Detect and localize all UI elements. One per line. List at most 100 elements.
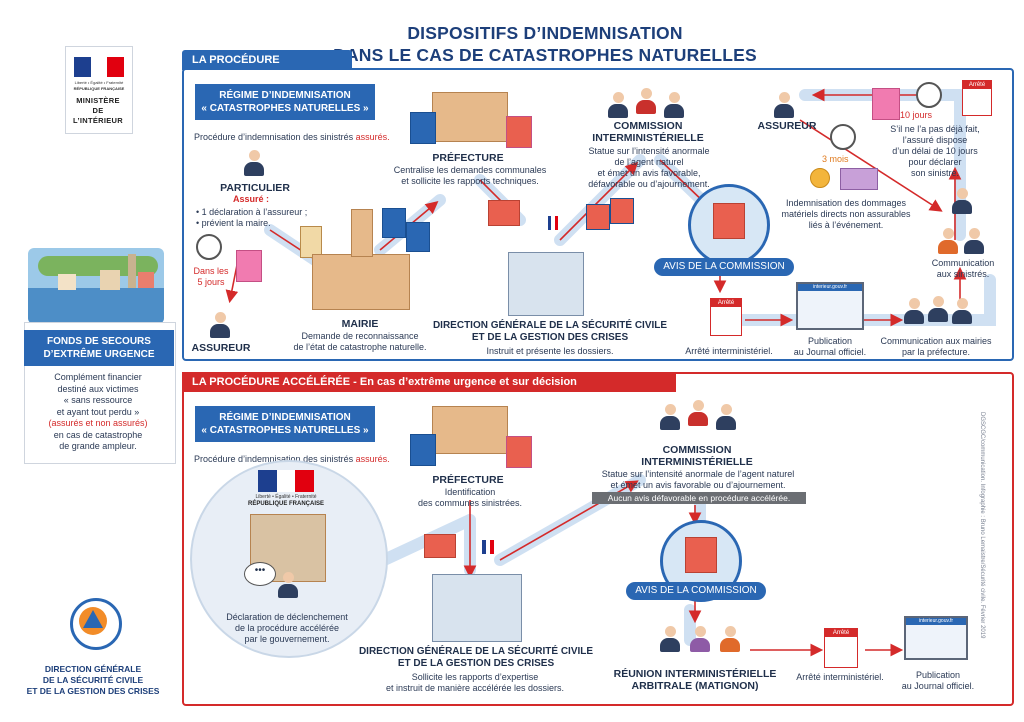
mairie-desc2: de l’état de catastrophe naturelle.: [293, 342, 427, 352]
particulier-person-icon: [244, 150, 264, 176]
dgscgc-footer-name: DIRECTION GÉNÉRALE DE LA SÉCURITÉ CIVILE…: [18, 664, 168, 697]
ministry-line2: DE: [92, 106, 104, 115]
ordinary-prefecture-title: PRÉFECTURE: [432, 152, 504, 164]
comm-mairies2: par la préfecture.: [901, 347, 971, 357]
delai-desc: S’il ne l’a pas déjà fait, l’assuré disp…: [870, 124, 1000, 179]
ordinary-publication-desc: Publication au Journal officiel.: [780, 336, 880, 358]
indem3: liés à l’événement.: [808, 220, 884, 230]
accelerated-avis-pill: AVIS DE LA COMMISSION: [626, 582, 766, 600]
declaration-document-icon: [236, 250, 262, 282]
ordinary-arrete-label: Arrêté: [711, 299, 741, 307]
ordinary-avis-pill: AVIS DE LA COMMISSION: [654, 258, 794, 276]
fonds-t4: et ayant tout perdu »: [56, 406, 140, 417]
ordinary-comm-d2: de l’agent naturel: [614, 157, 684, 167]
dans-line2: 5 jours: [197, 277, 225, 287]
civil-protection-triangle-icon: [79, 607, 107, 635]
declaration-desc: Déclaration de déclenchement de la procé…: [212, 612, 362, 645]
accelerated-arrete-label: Arrêté: [825, 629, 857, 637]
mairie-title: MAIRIE: [341, 318, 379, 330]
dix-jours: 10 jours: [900, 110, 933, 120]
si3: d’un délai de 10 jours: [892, 146, 978, 156]
particulier-title: PARTICULIER: [220, 182, 290, 194]
arrete-small-label: Arrêté: [963, 81, 991, 89]
accel-commission-line1: COMMISSION: [662, 444, 732, 456]
ordinary-pub2: au Journal officiel.: [793, 347, 867, 357]
accelerated-prefecture-building-icon: [432, 406, 508, 454]
accelerated-dgscgc-title: DIRECTION GÉNÉRALE DE LA SÉCURITÉ CIVILE…: [346, 646, 606, 670]
dgscgc-gate-icon: [508, 252, 584, 316]
trois-mois: 3 mois: [822, 154, 849, 164]
report-document-icon: [506, 436, 532, 468]
accelerated-regime-desc-highlight: assurés.: [355, 454, 390, 464]
document-icon: [410, 112, 436, 144]
particulier-steps: • 1 déclaration à l’assureur ; • prévien…: [196, 207, 336, 229]
fonds-t6: en cas de catastrophe: [53, 429, 143, 440]
rf-motto: Liberté • Égalité • Fraternité: [255, 494, 317, 500]
communication-sinistres: Communication aux sinistrés.: [920, 258, 1006, 280]
indemnisation-desc: Indemnisation des dommages matériels dir…: [776, 198, 916, 231]
si4: pour déclarer: [908, 157, 962, 167]
comm-sinistres1: Communication: [931, 258, 995, 268]
accelerated-publication-desc: Publication au Journal officiel.: [888, 670, 988, 692]
ordinary-dgscgc-title: DIRECTION GÉNÉRALE DE LA SÉCURITÉ CIVILE…: [420, 320, 680, 344]
speech-bubble-icon: •••: [244, 562, 276, 586]
si5: son sinistre.: [910, 168, 960, 178]
reunion-line1: RÉUNION INTERMINISTÉRIELLE: [613, 668, 777, 680]
si1: S’il ne l’a pas déjà fait,: [890, 124, 980, 134]
indem2: matériels directs non assurables: [781, 209, 911, 219]
ordinary-arrete-desc: Arrêté interministériel.: [685, 346, 773, 356]
sinistre-person-icon: [938, 228, 958, 254]
mairie-building-icon: [312, 209, 410, 310]
report-document-icon: [506, 116, 532, 148]
accelerated-site-label: interieur.gouv.fr: [906, 618, 966, 625]
accelerated-regime-line2: « CATASTROPHES NATURELLES »: [201, 425, 369, 436]
dgscgc-logo-icon: [70, 598, 122, 650]
comm-mairies1: Communication aux mairies: [880, 336, 992, 346]
footer-l1: DIRECTION GÉNÉRALE: [44, 664, 142, 674]
indem1: Indemnisation des dommages: [785, 198, 907, 208]
ordinary-dgscgc-line2: ET DE LA GESTION DES CRISES: [471, 332, 629, 343]
fonds-banner-line1: FONDS DE SECOURS: [47, 336, 151, 347]
tab-accelerated: LA PROCÉDURE ACCÉLÉRÉE - En cas d’extrêm…: [182, 372, 676, 408]
decl3: par le gouvernement.: [244, 634, 330, 644]
ministry-line3: L’INTÉRIEUR: [73, 116, 123, 125]
ordinary-pref-desc2: et sollicite les rapports techniques.: [401, 176, 539, 186]
accel-dgscgc-line1: DIRECTION GÉNÉRALE DE LA SÉCURITÉ CIVILE: [358, 646, 594, 657]
accelerated-prefecture-title: PRÉFECTURE: [432, 474, 504, 486]
accel-pref-desc1: Identification: [444, 487, 496, 497]
ordinary-comm-d3: et émet un avis favorable,: [597, 168, 701, 178]
accel-dgscgc-desc1: Sollicite les rapports d’expertise: [411, 672, 539, 682]
footer-l3: ET DE LA GESTION DES CRISES: [26, 686, 160, 696]
commission-person-icon: [688, 400, 708, 426]
accel-comm-d1: Statue sur l’intensité anormale de l’age…: [601, 469, 795, 479]
commission-person-icon: [636, 88, 656, 114]
flood-illustration: [28, 248, 164, 324]
dossier-folder-icon: [488, 200, 520, 226]
clock-icon: [196, 234, 222, 260]
coin-icon: [810, 168, 830, 188]
decl2: de la procédure accélérée: [234, 623, 340, 633]
dans-line1: Dans les: [193, 266, 229, 276]
ordinary-commission-title: COMMISSION INTERMINISTÉRIELLE: [588, 120, 708, 144]
reunion-title: RÉUNION INTERMINISTÉRIELLE ARBITRALE (MA…: [610, 668, 780, 692]
accelerated-publication-screen-icon: interieur.gouv.fr: [904, 616, 968, 660]
main-title: DISPOSITIFS D’INDEMNISATION DANS LE CAS …: [330, 22, 760, 66]
accelerated-commission-title: COMMISSION INTERMINISTÉRIELLE: [632, 444, 762, 468]
ordinary-regime-desc-highlight: assurés.: [355, 132, 390, 142]
mairie-desc1: Demande de reconnaissance: [301, 331, 419, 341]
reunion-person-icon: [720, 626, 740, 652]
credit-text: DGSCGC/communication. Infographie : Brun…: [979, 412, 985, 639]
fonds-text: Complément financier destiné aux victime…: [30, 372, 166, 453]
ministry-logo: Liberté • Égalité • Fraternité RÉPUBLIQU…: [65, 46, 133, 134]
ordinary-regime-line2: « CATASTROPHES NATURELLES »: [201, 103, 369, 114]
document-icon: [382, 208, 406, 238]
fonds-t2: destiné aux victimes: [57, 383, 139, 394]
marianne-flag-icon: [74, 57, 125, 77]
government-person-icon: [278, 572, 298, 598]
logo-republic: RÉPUBLIQUE FRANÇAISE: [73, 86, 125, 91]
accelerated-dgscgc-desc: Sollicite les rapports d’expertise et in…: [370, 672, 580, 694]
fonds-t1: Complément financier: [54, 372, 142, 382]
reunion-line2: ARBITRALE (MATIGNON): [631, 680, 759, 692]
document-stack-icon: [586, 204, 610, 230]
reunion-person-icon: [690, 626, 710, 652]
